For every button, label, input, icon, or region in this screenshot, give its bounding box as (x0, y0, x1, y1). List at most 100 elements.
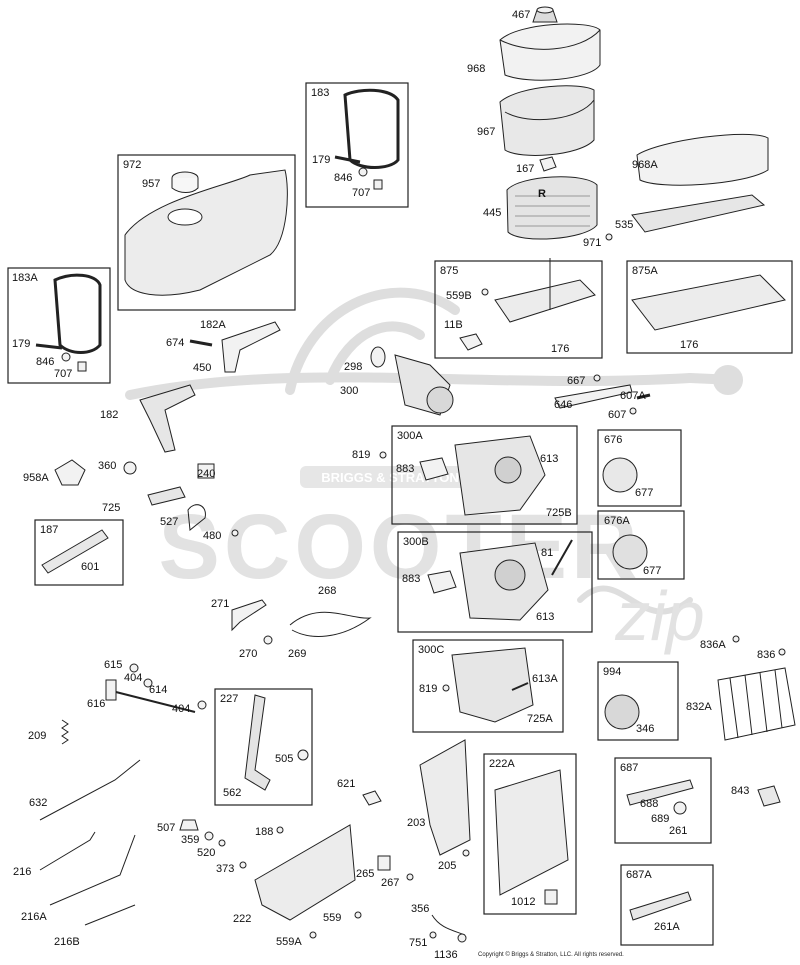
callout-label-270: 270 (239, 648, 257, 660)
bracket-part-203 (419, 739, 471, 856)
bracket-part-182A (221, 321, 281, 373)
box-187 (34, 519, 124, 586)
callout-label-445: 445 (483, 207, 501, 219)
callout-label-298: 298 (344, 361, 362, 373)
fuel-line-part-725 (147, 486, 186, 506)
washer-part-359 (204, 831, 214, 841)
filter-cartridge-part-445 (506, 176, 598, 240)
watermark (125, 287, 743, 615)
callout-label-480: 480 (203, 530, 221, 542)
wire-part-356 (431, 914, 466, 936)
box-title-875A: 875A (632, 265, 658, 277)
callout-label-562: 562 (223, 787, 241, 799)
callout-label-646: 646 (554, 399, 572, 411)
lever-part-271 (231, 599, 267, 632)
filter-part-535 (631, 194, 766, 233)
washer-part-615 (129, 663, 139, 673)
callout-label-1012: 1012 (511, 896, 535, 908)
bolt-part-819-b (442, 684, 450, 692)
air-cleaner-cover-part-968 (499, 23, 601, 81)
callout-label-300: 300 (340, 385, 358, 397)
bracket-part-687 (626, 779, 694, 806)
callout-label-819: 819 (352, 449, 370, 461)
bolt-part-971 (605, 233, 613, 241)
callout-label-261a: 261A (654, 921, 680, 933)
shroud-part-183 (343, 88, 400, 169)
control-bracket-part-222A (494, 769, 569, 896)
cap-part-843 (757, 785, 781, 807)
callout-label-216a: 216A (21, 911, 47, 923)
bolt-part-751 (429, 931, 437, 939)
box-222A (483, 753, 577, 915)
callout-label-359: 359 (181, 834, 199, 846)
nut-part-707-top (373, 179, 383, 190)
callout-label-607: 607 (608, 409, 626, 421)
callout-label-614: 614 (149, 684, 167, 696)
callout-label-621: 621 (337, 778, 355, 790)
callout-label-707: 707 (352, 187, 370, 199)
knob-part-467 (532, 6, 558, 23)
box-title-994: 994 (603, 666, 621, 678)
callout-label-203: 203 (407, 817, 425, 829)
lever-part-227 (244, 694, 271, 791)
bolt-part-205 (462, 849, 470, 857)
callout-label-632: 632 (29, 797, 47, 809)
callout-label-265: 265 (356, 868, 374, 880)
callout-label-968: 968 (467, 63, 485, 75)
callout-label-179: 179 (12, 338, 30, 350)
box-994 (597, 661, 679, 741)
callout-label-725: 725 (102, 502, 120, 514)
copyright-notice: Copyright © Briggs & Stratton, LLC. All … (478, 951, 624, 958)
callout-label-404: 404 (124, 672, 142, 684)
muffler-part-300 (370, 346, 454, 416)
callout-label-179: 179 (312, 154, 330, 166)
box-300B (397, 531, 593, 633)
callout-label-360: 360 (98, 460, 116, 472)
callout-label-677: 677 (643, 565, 661, 577)
callout-label-613: 613 (536, 611, 554, 623)
callout-label-832a: 832A (686, 701, 712, 713)
callout-label-836a: 836A (700, 639, 726, 651)
callout-label-883: 883 (402, 573, 420, 585)
bolt-part-607 (629, 407, 637, 415)
bolt-part-179-left (35, 343, 63, 350)
callout-label-216: 216 (13, 866, 31, 878)
callout-label-667: 667 (567, 375, 585, 387)
control-bracket-part-222 (254, 824, 356, 921)
clip-part-621 (362, 790, 382, 806)
washer-part-404-a (143, 678, 153, 688)
box-300A (391, 425, 578, 525)
box-title-972: 972 (123, 159, 141, 171)
callout-label-958a: 958A (23, 472, 49, 484)
cable-part-268 (289, 611, 372, 637)
box-687A (620, 864, 714, 946)
callout-label-216b: 216B (54, 936, 80, 948)
bolt-part-267 (406, 873, 414, 881)
box-title-183: 183 (311, 87, 329, 99)
callout-label-846: 846 (36, 356, 54, 368)
callout-label-688: 688 (640, 798, 658, 810)
callout-label-507: 507 (157, 822, 175, 834)
bolt-part-674 (189, 339, 213, 347)
box-300C (412, 639, 564, 733)
box-title-187: 187 (40, 524, 58, 536)
fuel-tank-part-972 (124, 169, 288, 296)
part-drawings (35, 6, 796, 943)
box-title-300A: 300A (397, 430, 423, 442)
callout-label-616: 616 (87, 698, 105, 710)
box-title-676: 676 (604, 434, 622, 446)
callout-label-271: 271 (211, 598, 229, 610)
callout-label-846: 846 (334, 172, 352, 184)
callout-label-268: 268 (318, 585, 336, 597)
callout-label-689: 689 (651, 813, 669, 825)
nut-part-505 (297, 749, 309, 761)
callout-label-751: 751 (409, 937, 427, 949)
box-687 (614, 757, 712, 844)
bolt-part-480 (231, 529, 239, 537)
guard-part-676 (602, 457, 638, 493)
clip-part-527 (187, 504, 206, 531)
washer-part-404-b (197, 700, 207, 710)
callout-label-373: 373 (216, 863, 234, 875)
box-875A (626, 260, 793, 354)
